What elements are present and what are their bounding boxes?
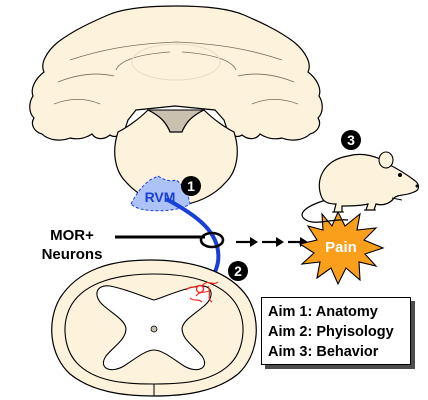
mouse-icon (302, 152, 418, 222)
pain-label: Pain (325, 239, 357, 256)
mor-label-line2: Neurons (42, 246, 103, 263)
mouse-ear (379, 152, 393, 168)
mouse-nose (416, 185, 419, 188)
aims-box: Aim 1: Anatomy Aim 2: Phyisology Aim 3: … (261, 297, 411, 365)
aim-3: Aim 3: Behavior (268, 342, 410, 362)
svg-text:1: 1 (187, 178, 195, 194)
mouse-eye (398, 173, 402, 177)
svg-text:3: 3 (347, 132, 355, 148)
terminal-soma (197, 286, 204, 293)
aim-2: Aim 2: Phyisology (268, 322, 410, 342)
step-badge-3: 3 (341, 130, 361, 150)
mouse-body (319, 154, 418, 212)
mor-label-line1: MOR+ (50, 227, 94, 244)
aim-1: Aim 1: Anatomy (268, 302, 410, 322)
dashed-arrow (236, 237, 308, 247)
step-badge-2: 2 (228, 261, 248, 281)
svg-text:2: 2 (234, 263, 242, 279)
step-badge-1: 1 (181, 176, 201, 196)
spinal-cord-section-icon (52, 260, 257, 396)
cerebellum-brainstem-section-icon: RVM (30, 6, 323, 211)
pain-starburst-icon: Pain (300, 212, 383, 284)
central-canal (151, 326, 157, 332)
